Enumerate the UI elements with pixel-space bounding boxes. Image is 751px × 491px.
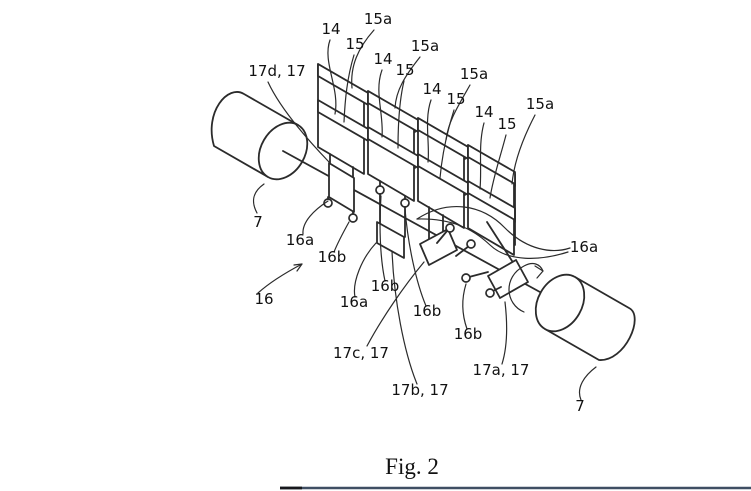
label-17a: 17a, 17 (473, 361, 530, 379)
rotation-arc (508, 262, 544, 313)
pin-16b (375, 185, 385, 195)
leader-15a-1 (351, 29, 375, 89)
leader-14-3 (426, 99, 432, 163)
swoosh-upper (416, 206, 571, 252)
left-cylinder (210, 91, 309, 181)
leader-16-arrowhead (293, 263, 303, 272)
leader-17a (501, 301, 508, 365)
leader-15a-4 (511, 114, 536, 185)
label-14-2: 14 (373, 50, 392, 68)
leader-lines (252, 29, 597, 401)
leader-17b (391, 250, 418, 385)
label-16a-3: 16a (570, 238, 598, 256)
leader-15-4 (489, 134, 507, 199)
leader-16a-2 (353, 242, 377, 298)
pin-16b (466, 239, 476, 249)
label-16: 16 (254, 290, 273, 308)
label-14-4: 14 (474, 103, 493, 121)
leader-15a-2 (394, 56, 421, 109)
label-7-left: 7 (253, 213, 263, 231)
label-15-2: 15 (395, 61, 414, 79)
leader-17d (267, 81, 330, 163)
pin-16b (348, 213, 358, 223)
label-16b-2: 16b (371, 277, 400, 295)
link-17c (419, 206, 476, 266)
swoosh-lower (416, 218, 569, 259)
label-15a-1: 15a (364, 10, 392, 28)
link-stems (329, 153, 354, 179)
leader-17c (366, 261, 425, 347)
leader-16b-3 (404, 208, 427, 307)
label-15a-3: 15a (460, 65, 488, 83)
label-17d: 17d, 17 (248, 62, 305, 80)
label-7-right: 7 (575, 397, 585, 415)
pin-stems (468, 271, 502, 292)
leader-15-1 (343, 54, 355, 123)
leader-16b-1 (333, 221, 350, 253)
label-16b-1: 16b (318, 248, 347, 266)
label-14-3: 14 (422, 80, 441, 98)
leader-16a-1 (302, 200, 329, 235)
holder-plate-16a (328, 162, 355, 213)
pin-16b (445, 223, 455, 233)
rotation-arrow (508, 262, 544, 313)
leader-14-4 (479, 122, 485, 190)
label-17b: 17b, 17 (391, 381, 448, 399)
label-14-1: 14 (321, 20, 340, 38)
leader-15-3 (439, 109, 455, 179)
leader-16b-4 (462, 283, 468, 330)
leader-14-1 (327, 39, 337, 115)
holder-plate-16a (376, 221, 405, 259)
link-17d (323, 153, 358, 223)
label-16a-1: 16a (286, 231, 314, 249)
label-15a-4: 15a (526, 95, 554, 113)
label-17c: 17c, 17 (333, 344, 389, 362)
pin-stems (436, 230, 470, 257)
label-15-1: 15 (345, 35, 364, 53)
pin-16b (400, 198, 410, 208)
right-cylinder-face (534, 273, 586, 333)
leader-15a-3 (445, 84, 471, 141)
link-stem (486, 221, 515, 265)
pin-16b (485, 288, 495, 298)
label-16b-3: 16b (413, 302, 442, 320)
leader-7-left (252, 183, 265, 214)
holder-plate-16a (419, 228, 458, 266)
label-15-3: 15 (446, 90, 465, 108)
right-cylinder (534, 273, 636, 361)
rotation-arrowhead (534, 265, 544, 279)
link-17a (461, 221, 529, 299)
pin-16b (461, 273, 471, 283)
label-15-4: 15 (497, 115, 516, 133)
figure-caption: Fig. 2 (385, 454, 439, 479)
fin-unit-4 (467, 144, 516, 256)
leader-15-2 (397, 80, 405, 149)
leader-16b-2 (379, 195, 386, 282)
label-16a-2: 16a (340, 293, 368, 311)
label-15a-2: 15a (411, 37, 439, 55)
leader-7-right (578, 366, 597, 401)
swoosh-leader-16a (416, 206, 571, 259)
reference-labels: 14 15a 15 14 15a 15 14 15 15a 14 15 15a … (248, 10, 598, 415)
label-16b-4: 16b (454, 325, 483, 343)
leader-14-2 (378, 69, 383, 138)
leader-16-arrow (257, 263, 303, 294)
